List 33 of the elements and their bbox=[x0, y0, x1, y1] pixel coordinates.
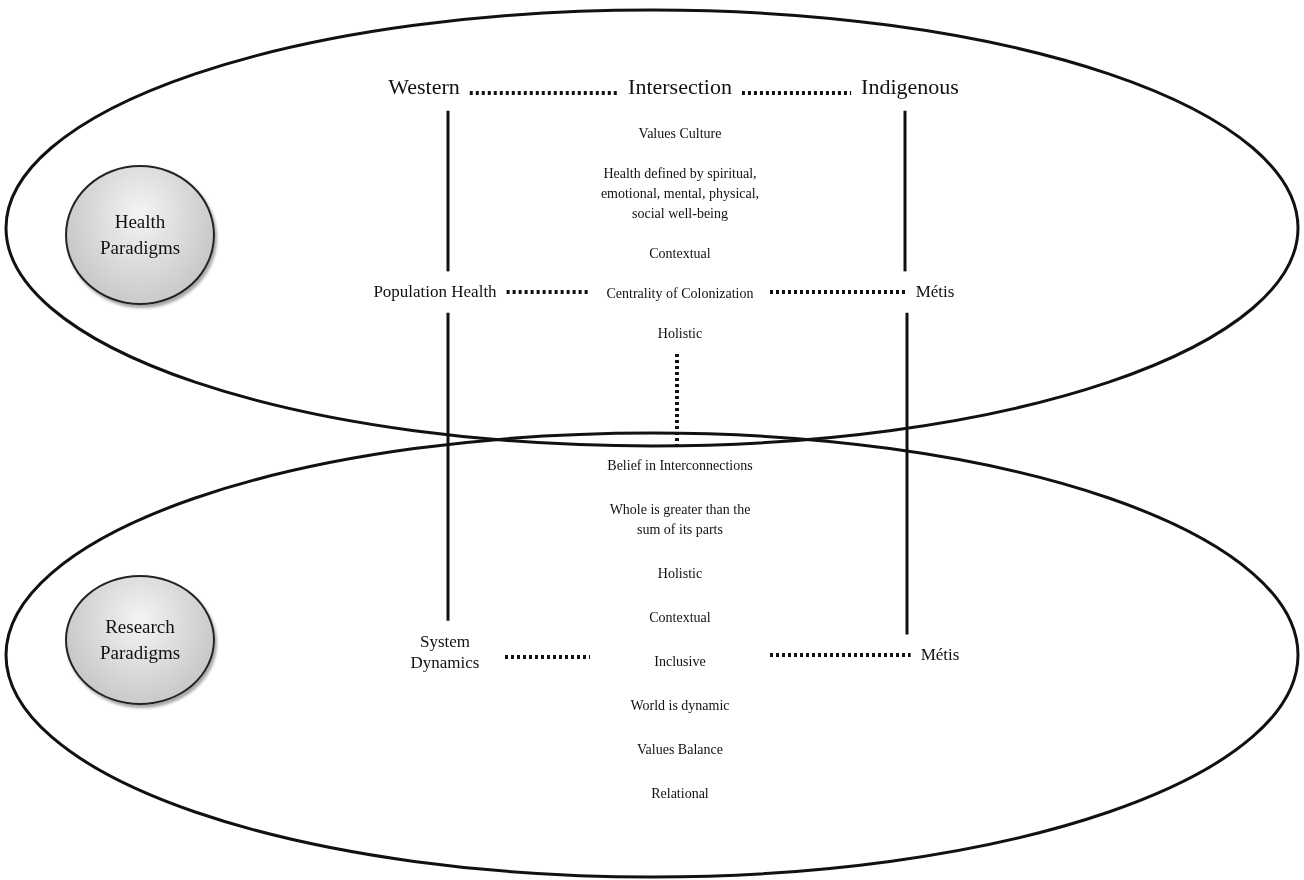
dotted-line bbox=[770, 290, 906, 294]
node-label: Health Paradigms bbox=[98, 210, 182, 260]
list-text: Holistic bbox=[656, 325, 704, 343]
node-label: Population Health bbox=[373, 281, 497, 303]
dotted-line bbox=[770, 653, 911, 657]
connector-line bbox=[446, 110, 450, 272]
node-label: Intersection bbox=[628, 73, 732, 101]
dotted-line bbox=[741, 91, 852, 95]
node-label: Métis bbox=[915, 281, 955, 303]
node-label: Research Paradigms bbox=[98, 615, 182, 665]
node-label: Western bbox=[388, 73, 460, 101]
dotted-line bbox=[506, 290, 590, 294]
list-text: Holistic bbox=[656, 565, 704, 583]
list-text: Contextual bbox=[648, 245, 712, 263]
dotted-line bbox=[505, 655, 590, 659]
node-label: Métis bbox=[920, 644, 960, 666]
dotted-line bbox=[469, 91, 619, 95]
connector-line bbox=[446, 312, 450, 621]
list-text: Inclusive bbox=[653, 653, 707, 671]
list-text: Values Culture bbox=[637, 125, 723, 143]
list-text: Whole is greater than the sum of its parts bbox=[608, 501, 752, 539]
node-label: System Dynamics bbox=[395, 630, 495, 674]
connector-line bbox=[903, 110, 907, 272]
list-text: Centrality of Colonization bbox=[605, 285, 755, 303]
node-label: Indigenous bbox=[861, 73, 959, 101]
list-text: Belief in Interconnections bbox=[606, 457, 754, 475]
list-text: Contextual bbox=[648, 609, 712, 627]
list-text: Health defined by spiritual, emotional, mental, physical, social well-being bbox=[600, 165, 760, 223]
connector-line bbox=[905, 312, 909, 635]
dotted-line bbox=[675, 354, 679, 446]
list-text: Relational bbox=[650, 785, 710, 803]
list-text: World is dynamic bbox=[629, 697, 731, 715]
list-text: Values Balance bbox=[636, 741, 724, 759]
